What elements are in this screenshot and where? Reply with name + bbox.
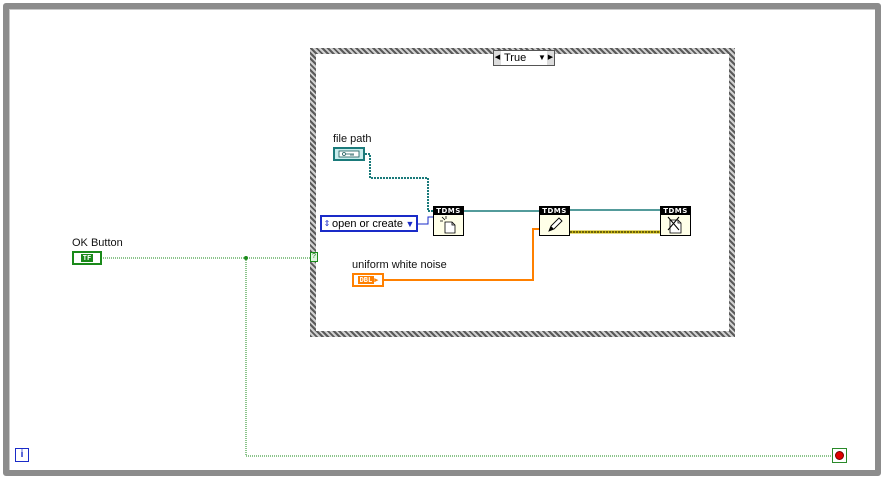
tdms-close-node[interactable]: TDMS	[660, 206, 691, 236]
tdms-close-header: TDMS	[661, 207, 690, 215]
case-next-arrow-icon[interactable]: ▶	[547, 51, 554, 65]
case-selector-value: True	[501, 51, 537, 65]
noise-terminal[interactable]: DBL ▶	[352, 273, 384, 287]
case-selector[interactable]: ◀ True ▼ ▶	[493, 50, 555, 66]
file-path-terminal[interactable]	[333, 147, 365, 161]
enum-increment-icon[interactable]: ⇕	[323, 219, 331, 228]
tdms-open-icon	[439, 216, 455, 234]
tdms-close-icon	[667, 216, 681, 234]
terminal-arrow-icon: ▶	[374, 276, 379, 284]
noise-terminal-text: DBL	[357, 276, 375, 284]
loop-stop-terminal[interactable]	[832, 448, 847, 463]
path-icon	[338, 150, 360, 158]
file-path-label: file path	[333, 133, 372, 145]
case-prev-arrow-icon[interactable]: ◀	[494, 51, 501, 65]
case-selector-terminal[interactable]: ?	[310, 252, 318, 262]
ok-button-terminal[interactable]: TF	[72, 251, 102, 265]
ok-button-terminal-text: TF	[80, 254, 94, 262]
noise-label: uniform white noise	[352, 259, 447, 271]
tdms-write-node[interactable]: TDMS	[539, 206, 570, 236]
enum-dropdown-icon[interactable]: ▼	[405, 218, 415, 229]
stop-icon	[835, 451, 844, 460]
tdms-open-header: TDMS	[434, 207, 463, 215]
pencil-icon	[547, 217, 563, 232]
tdms-write-header: TDMS	[540, 207, 569, 215]
ok-button-label: OK Button	[72, 237, 123, 249]
case-dropdown-icon[interactable]: ▼	[537, 51, 547, 65]
open-mode-value: open or create	[332, 217, 403, 230]
tdms-open-node[interactable]: TDMS	[433, 206, 464, 236]
loop-iteration-terminal[interactable]: i	[15, 448, 29, 462]
open-mode-enum[interactable]: ⇕ open or create ▼	[320, 215, 418, 232]
case-structure-frame[interactable]	[310, 48, 735, 337]
